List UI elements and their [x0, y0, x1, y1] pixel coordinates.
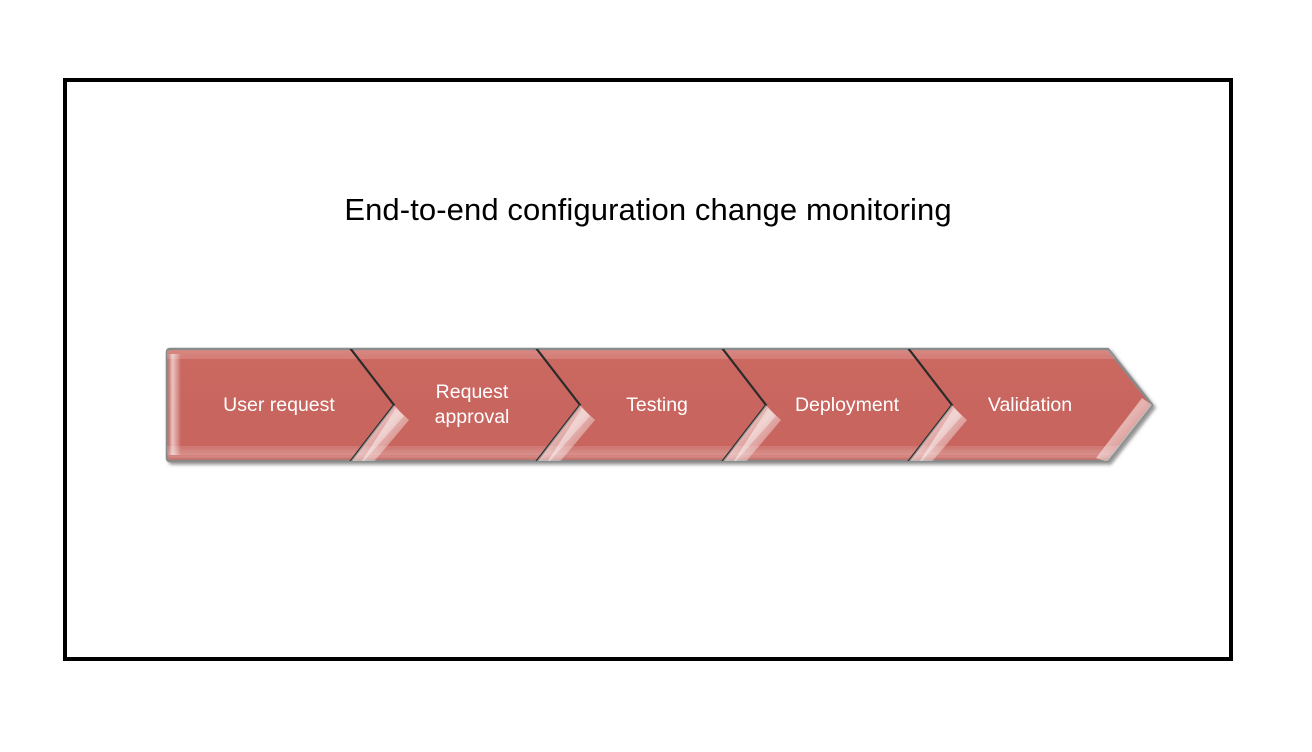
slide-frame: End-to-end configuration change monitori… [63, 78, 1233, 661]
chevron-step-label-deployment: Deployment [795, 394, 900, 416]
process-chevron-diagram: User request Request approval Testing De… [164, 346, 1159, 464]
top-sheen [167, 350, 1152, 359]
chevron-banner-body [165, 347, 1154, 463]
process-chevron-svg: User request Request approval Testing De… [165, 347, 1154, 463]
page-title: End-to-end configuration change monitori… [344, 192, 952, 227]
chevron-step-label-user-request: User request [223, 394, 335, 416]
left-edge-highlight [168, 354, 181, 455]
chevron-step-label-validation: Validation [988, 394, 1072, 416]
chevron-step-label-testing: Testing [626, 394, 688, 416]
bottom-sheen [167, 446, 1152, 455]
chevron-notch-highlights [350, 398, 1152, 461]
chevron-step-label-request-approval-line2: approval [435, 406, 510, 428]
chevron-step-label-request-approval-line1: Request [436, 381, 509, 403]
